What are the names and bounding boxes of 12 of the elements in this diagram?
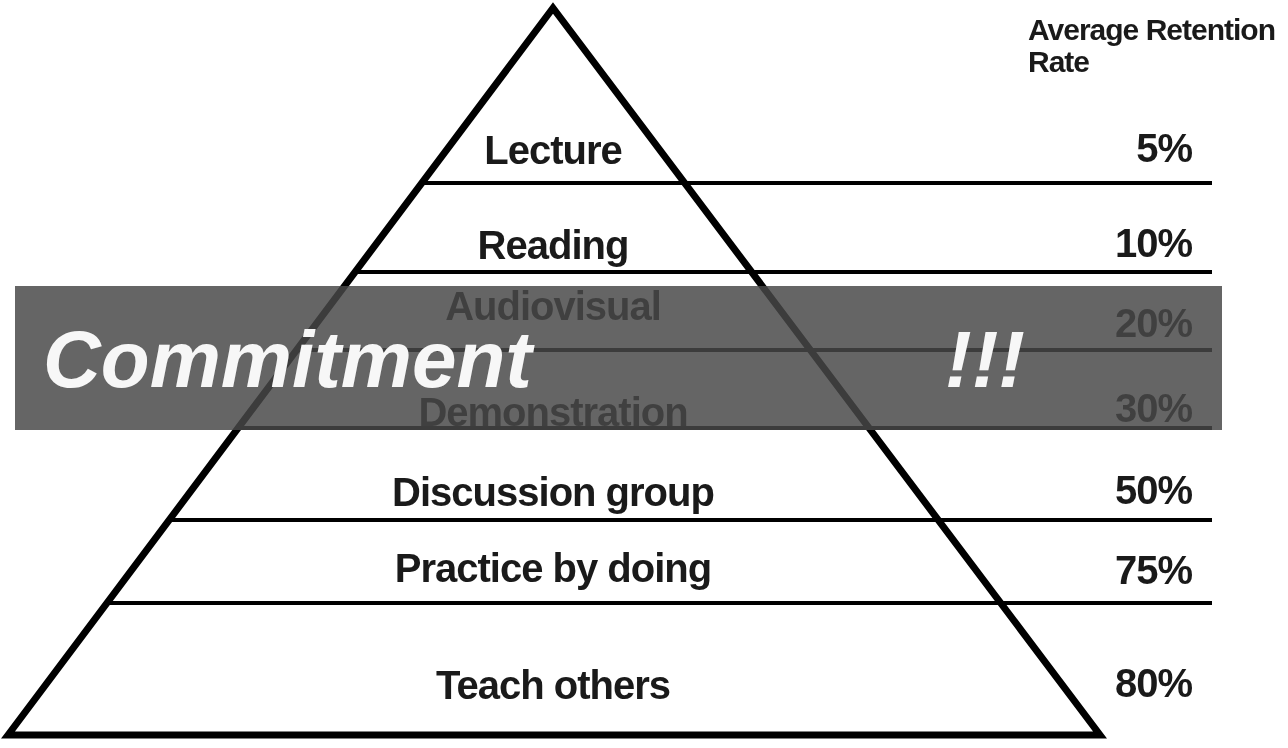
level-label: Practice by doing <box>394 545 712 591</box>
banner-text: !!! <box>945 330 1025 390</box>
retention-rate: 75% <box>1113 548 1192 593</box>
level-label: Lecture <box>484 127 622 173</box>
column-heading: Average Retention Rate <box>1028 14 1276 78</box>
level-label: Teach others <box>436 662 670 708</box>
level-label: Reading <box>477 222 629 268</box>
retention-rate: 50% <box>1113 468 1192 513</box>
retention-rate: 5% <box>1135 126 1192 171</box>
retention-rate: 80% <box>1113 661 1192 706</box>
retention-rate: 10% <box>1113 221 1192 266</box>
level-label: Discussion group <box>392 469 714 515</box>
